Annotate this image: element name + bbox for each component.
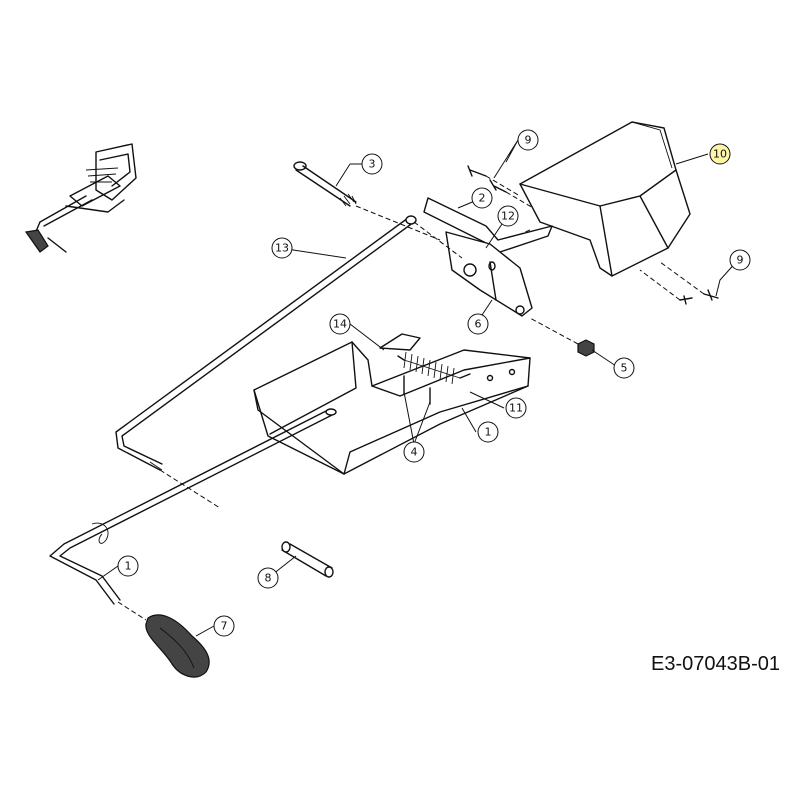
deck-plate-part [253, 333, 531, 475]
callout-10: 10 [709, 143, 731, 165]
svg-text:9: 9 [525, 134, 532, 147]
spring-part [397, 351, 471, 385]
svg-text:14: 14 [333, 318, 347, 331]
screw-part-right [639, 261, 719, 305]
svg-text:9: 9 [737, 254, 744, 267]
callout-9-top: 9 [517, 129, 539, 151]
cylinder-pin-part [281, 541, 334, 578]
svg-text:4: 4 [411, 446, 418, 459]
hinge-bracket-part [423, 197, 553, 317]
handle-part [49, 408, 337, 605]
svg-text:1: 1 [125, 560, 132, 573]
svg-text:5: 5 [621, 362, 628, 375]
svg-text:12: 12 [501, 210, 515, 223]
callout-12: 12 [497, 205, 519, 227]
deflector-chute-part [459, 121, 691, 277]
svg-text:1: 1 [485, 426, 492, 439]
callout-1-deck: 1 [477, 421, 499, 443]
callout-4: 4 [403, 441, 425, 463]
svg-text:3: 3 [369, 158, 376, 171]
callout-13: 13 [271, 237, 293, 259]
callout-7: 7 [213, 615, 235, 637]
callout-5: 5 [613, 357, 635, 379]
callouts: 3 9 10 9 2 12 13 14 [117, 129, 751, 637]
bolt-part [293, 161, 441, 241]
svg-text:13: 13 [275, 242, 289, 255]
callout-14: 14 [329, 313, 351, 335]
nut-part [529, 317, 595, 357]
svg-text:10: 10 [713, 148, 727, 161]
callout-1-handle: 1 [117, 555, 139, 577]
callout-9-right: 9 [729, 249, 751, 271]
svg-text:11: 11 [509, 402, 523, 415]
svg-text:2: 2 [479, 192, 486, 205]
svg-text:8: 8 [265, 572, 272, 585]
drawing-code: E3-07043B-01 [651, 653, 780, 675]
callout-8: 8 [257, 567, 279, 589]
callout-11: 11 [505, 397, 527, 419]
pin-parts [403, 375, 431, 405]
svg-text:6: 6 [475, 318, 482, 331]
callout-6: 6 [467, 313, 489, 335]
grip-part [117, 601, 210, 678]
overview-thumbnail [24, 143, 137, 253]
callout-2: 2 [471, 187, 493, 209]
callout-3: 3 [361, 153, 383, 175]
svg-text:7: 7 [221, 620, 228, 633]
rod-assembly-part [115, 215, 463, 509]
